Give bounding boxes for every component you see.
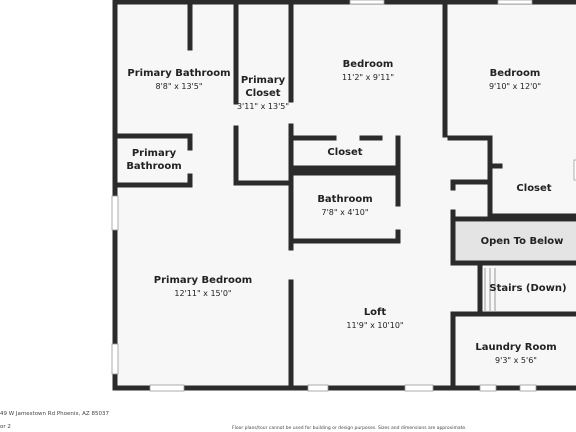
footer-disclaimer: Floor plans/tour cannot be used for buil… <box>232 426 467 431</box>
room-dimensions: 12'11" x 15'0" <box>174 289 232 298</box>
room-name: Primary Bedroom <box>153 275 253 286</box>
room-primary-bedroom: Primary Bedroom 12'11" x 15'0" <box>154 274 252 299</box>
room-name: Bathroom <box>317 194 373 205</box>
footer-address: 49 W Jamestown Rd Phoenix, AZ 85037 <box>0 411 109 417</box>
room-name: Primary Bathroom <box>127 68 231 79</box>
room-name: Primary Closet <box>240 75 286 99</box>
room-name: Bedroom <box>342 59 394 70</box>
room-name: Bedroom <box>489 68 541 79</box>
room-name: Laundry Room <box>475 342 557 353</box>
room-primary-bathroom: Primary Bathroom 8'8" x 13'5" <box>127 67 230 92</box>
floor-area <box>114 2 576 387</box>
room-closet-1: Closet <box>327 146 362 159</box>
room-dimensions: 11'2" x 9'11" <box>341 73 395 82</box>
room-name: Primary Bathroom <box>126 148 182 172</box>
windows <box>111 0 576 392</box>
room-dimensions: 9'10" x 12'0" <box>488 82 542 91</box>
room-name: Closet <box>327 147 363 158</box>
walls <box>112 0 576 391</box>
room-dimensions: 9'3" x 5'6" <box>495 356 537 365</box>
room-name: Stairs (Down) <box>489 283 567 294</box>
room-bedroom-2: Bedroom 9'10" x 12'0" <box>489 67 541 92</box>
room-stairs: Stairs (Down) <box>489 282 566 295</box>
room-dimensions: 7'8" x 4'10" <box>321 208 369 217</box>
room-primary-bathroom-small: Primary Bathroom <box>126 147 181 173</box>
room-name: Closet <box>516 183 552 194</box>
room-name: Open To Below <box>480 236 564 247</box>
open-to-below-area <box>455 222 576 262</box>
room-dimensions: 11'9" x 10'10" <box>346 321 404 330</box>
room-name: Loft <box>363 307 387 318</box>
room-dimensions: 8'8" x 13'5" <box>155 82 203 91</box>
footer-floor: or 2 <box>0 424 11 430</box>
stair-treads <box>484 268 496 312</box>
room-closet-2: Closet <box>516 182 551 195</box>
room-laundry: Laundry Room 9'3" x 5'6" <box>475 341 556 366</box>
room-loft: Loft 11'9" x 10'10" <box>346 306 403 331</box>
room-open-to-below: Open To Below <box>481 235 564 248</box>
room-primary-closet: Primary Closet 3'11" x 13'5" <box>237 74 289 112</box>
room-bedroom-1: Bedroom 11'2" x 9'11" <box>342 58 394 83</box>
room-dimensions: 3'11" x 13'5" <box>236 102 290 111</box>
room-bathroom: Bathroom 7'8" x 4'10" <box>317 193 372 218</box>
